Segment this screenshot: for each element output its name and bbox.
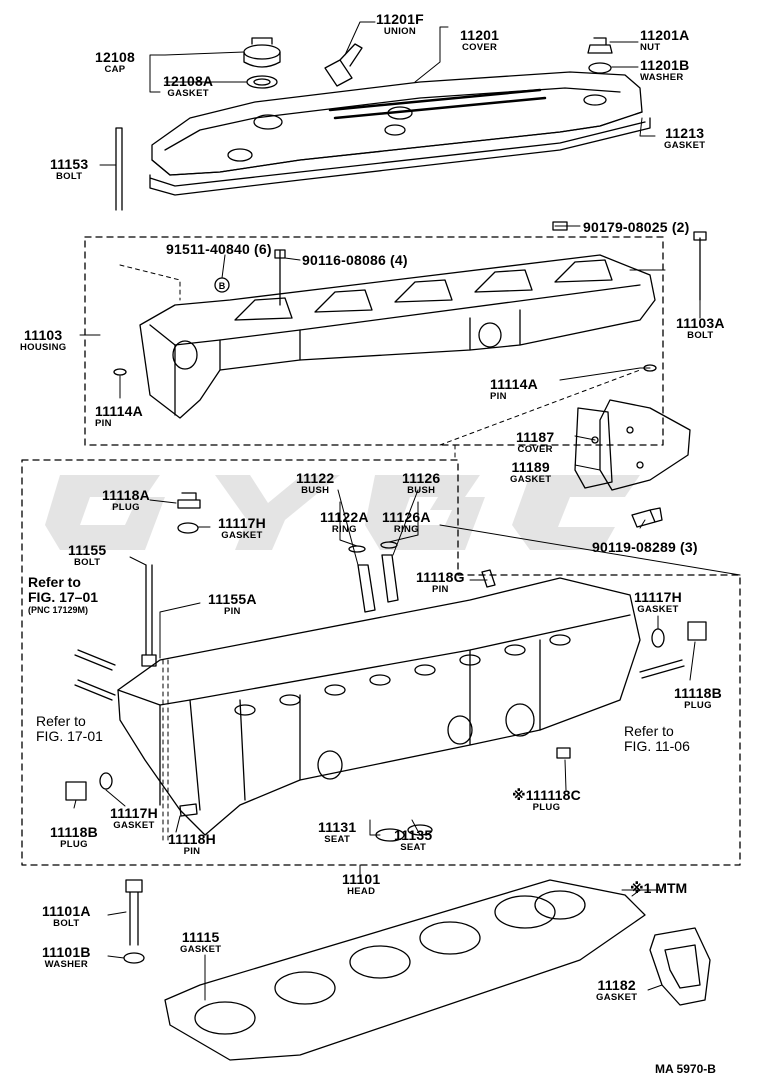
gasket-11117H-top bbox=[177, 522, 199, 534]
cover-gasket-11213 bbox=[149, 117, 651, 196]
cylinder-head-11101 bbox=[117, 577, 641, 836]
stud-right bbox=[639, 659, 685, 679]
housing-group-box bbox=[84, 236, 664, 446]
plug-11118A bbox=[177, 492, 201, 509]
gasket-11182 bbox=[649, 927, 711, 1006]
nut-11201A bbox=[587, 37, 613, 54]
washer-11201B bbox=[588, 62, 612, 74]
bush-11122 bbox=[357, 564, 376, 613]
drawing-code: MA 5970-B bbox=[655, 1062, 716, 1076]
camshaft-housing-11103 bbox=[139, 254, 656, 419]
bolt-11155 bbox=[141, 564, 157, 667]
gasket-11117H-left bbox=[99, 772, 113, 790]
label-90179: 90179-08025 (2) bbox=[583, 219, 690, 235]
washer-11101B bbox=[123, 952, 145, 964]
label-91511: 91511-40840 (6) bbox=[166, 241, 272, 257]
cylinder-head-cover-11201 bbox=[151, 71, 643, 176]
pin-11114A-left bbox=[113, 368, 127, 376]
plug-11118C bbox=[556, 747, 571, 759]
plug-11118B-left bbox=[65, 781, 87, 801]
rear-cover-11187 bbox=[574, 399, 691, 491]
head-gasket-11115 bbox=[164, 879, 646, 1061]
pin-11118G bbox=[481, 569, 496, 588]
nut-90179 bbox=[552, 221, 568, 231]
marker-b-text: B bbox=[219, 281, 226, 291]
label-90119: 90119-08289 (3) bbox=[592, 539, 698, 555]
bolt-90119 bbox=[631, 507, 663, 528]
plug-11118B-right bbox=[687, 621, 707, 641]
stud-left-lower bbox=[74, 679, 116, 701]
stud-bolt-11153 bbox=[115, 127, 123, 211]
stud-left-upper bbox=[74, 649, 116, 671]
gasket-11117H-right bbox=[651, 628, 665, 648]
oil-filler-cap-12108 bbox=[243, 37, 281, 89]
bolt-90116 bbox=[274, 249, 286, 306]
head-group-box bbox=[21, 459, 741, 866]
ring-11122A bbox=[348, 545, 366, 553]
bush-11126 bbox=[381, 554, 399, 603]
union-11201F bbox=[324, 43, 363, 87]
ring-11126A bbox=[380, 541, 398, 549]
ref-fig-11-06: Refer to FIG. 11-06 bbox=[624, 723, 690, 755]
label-90116: 90116-08086 (4) bbox=[302, 252, 408, 268]
ref-fig-17-01-top: Refer to FIG. 17–01 (PNC 17129M) bbox=[28, 574, 99, 615]
bolt-11103A bbox=[693, 231, 707, 301]
ref-fig-17-01-left: Refer to FIG. 17-01 bbox=[36, 713, 103, 745]
head-bolt-11101A bbox=[125, 879, 143, 946]
note-mtm: ※1 MTM bbox=[630, 880, 688, 896]
pin-11118H bbox=[179, 803, 198, 817]
gygc-watermark-logo bbox=[45, 475, 640, 550]
